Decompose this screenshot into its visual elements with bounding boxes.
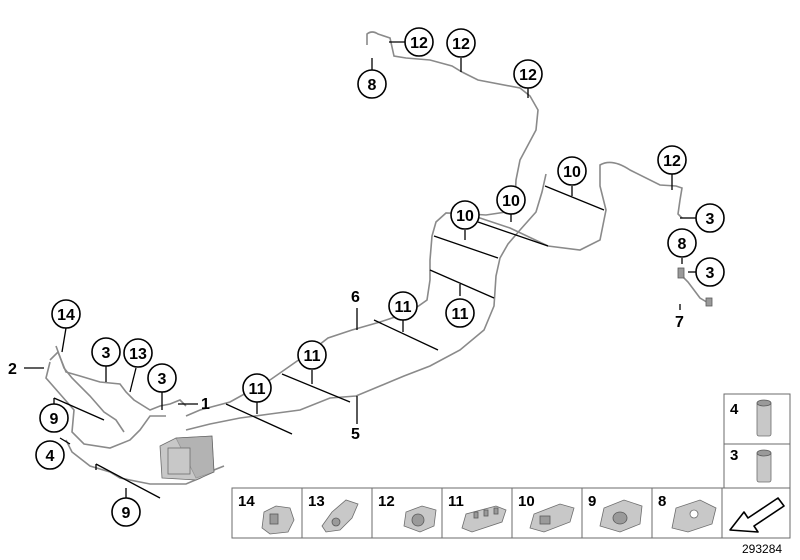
legend-label-10: 10 xyxy=(518,493,535,510)
callout-14: 14 xyxy=(51,299,81,329)
callout-12-top: 12 xyxy=(446,28,476,58)
svg-text:11: 11 xyxy=(395,299,412,316)
svg-text:13: 13 xyxy=(129,346,147,363)
legend-label-13: 13 xyxy=(308,493,325,510)
svg-text:3: 3 xyxy=(102,345,111,362)
clip-11-icon xyxy=(461,505,507,533)
legend-label-4: 4 xyxy=(730,401,739,418)
pipe-right-loop xyxy=(467,161,683,251)
svg-text:10: 10 xyxy=(456,208,474,225)
svg-text:3: 3 xyxy=(706,211,715,228)
label-2: 2 xyxy=(8,361,17,378)
svg-text:11: 11 xyxy=(304,348,321,365)
callout-12-upper-right: 12 xyxy=(513,59,543,89)
leader-lines xyxy=(24,41,696,499)
svg-text:8: 8 xyxy=(678,236,687,253)
label-6: 6 xyxy=(351,289,360,306)
callout-12-right: 12 xyxy=(657,145,687,175)
label-7: 7 xyxy=(675,314,684,331)
abs-unit xyxy=(159,435,215,481)
clip-10-icon xyxy=(529,503,575,533)
legend-row: 14 13 12 11 10 9 8 xyxy=(231,487,791,539)
svg-text:12: 12 xyxy=(663,153,681,170)
pipe-lower-run xyxy=(185,173,547,431)
legend-label-14: 14 xyxy=(238,493,255,510)
callout-3-center: 3 xyxy=(147,363,177,393)
svg-text:8: 8 xyxy=(368,77,377,94)
legend-label-11: 11 xyxy=(448,493,464,510)
svg-text:12: 12 xyxy=(519,67,537,84)
callout-3-right-lower: 3 xyxy=(695,257,725,287)
label-1: 1 xyxy=(201,396,210,413)
callout-12-top-left: 12 xyxy=(404,27,434,57)
pipe-upper-loop xyxy=(185,31,539,417)
callout-11-middle: 11 xyxy=(297,340,327,370)
svg-text:10: 10 xyxy=(563,164,581,181)
legend-label-3: 3 xyxy=(730,447,738,464)
pipe-left-lower xyxy=(45,361,166,449)
callout-9-left: 9 xyxy=(39,403,69,433)
pipe-left-assembly xyxy=(49,350,187,411)
clip-14-icon xyxy=(261,505,295,535)
callout-3-right-upper: 3 xyxy=(695,203,725,233)
callout-11-lower: 11 xyxy=(242,373,272,403)
callout-13: 13 xyxy=(123,338,153,368)
callout-4: 4 xyxy=(35,440,65,470)
svg-text:9: 9 xyxy=(122,505,131,522)
svg-text:9: 9 xyxy=(50,411,59,428)
svg-text:3: 3 xyxy=(706,265,715,282)
callout-11-upper: 11 xyxy=(388,291,418,321)
clip-9-icon xyxy=(599,499,643,533)
clip-12-icon xyxy=(403,505,437,533)
svg-text:3: 3 xyxy=(158,371,167,388)
callout-8-top: 8 xyxy=(357,69,387,99)
callout-10-right: 10 xyxy=(557,156,587,186)
clip-13-icon xyxy=(321,499,359,533)
callout-11-right: 11 xyxy=(445,298,475,328)
svg-text:14: 14 xyxy=(57,307,75,324)
svg-text:4: 4 xyxy=(46,448,55,465)
callout-10-left: 10 xyxy=(450,200,480,230)
svg-text:11: 11 xyxy=(452,306,469,323)
svg-text:11: 11 xyxy=(249,381,266,398)
svg-text:12: 12 xyxy=(452,36,470,53)
legend-label-8: 8 xyxy=(658,493,666,510)
callout-8-right: 8 xyxy=(667,228,697,258)
svg-text:12: 12 xyxy=(410,35,428,52)
diagram-id: 293284 xyxy=(742,542,782,556)
legend-side: 4 3 xyxy=(723,393,791,489)
callout-10-middle: 10 xyxy=(496,185,526,215)
legend-label-9: 9 xyxy=(588,493,596,510)
legend-label-12: 12 xyxy=(378,493,395,510)
label-5: 5 xyxy=(351,426,360,443)
svg-text:10: 10 xyxy=(502,193,520,210)
pipe-left-hose-a xyxy=(55,345,125,433)
plain-labels: 1 2 6 5 7 xyxy=(8,289,684,443)
nut-4-icon xyxy=(756,399,772,437)
clip-8-icon xyxy=(671,499,717,533)
arrow-icon xyxy=(729,497,785,533)
callout-3-left: 3 xyxy=(91,337,121,367)
callout-9-bottom: 9 xyxy=(111,497,141,527)
brake-pipes xyxy=(45,31,711,485)
nut-3-icon xyxy=(756,449,772,483)
hose-fitting-right xyxy=(677,267,713,307)
